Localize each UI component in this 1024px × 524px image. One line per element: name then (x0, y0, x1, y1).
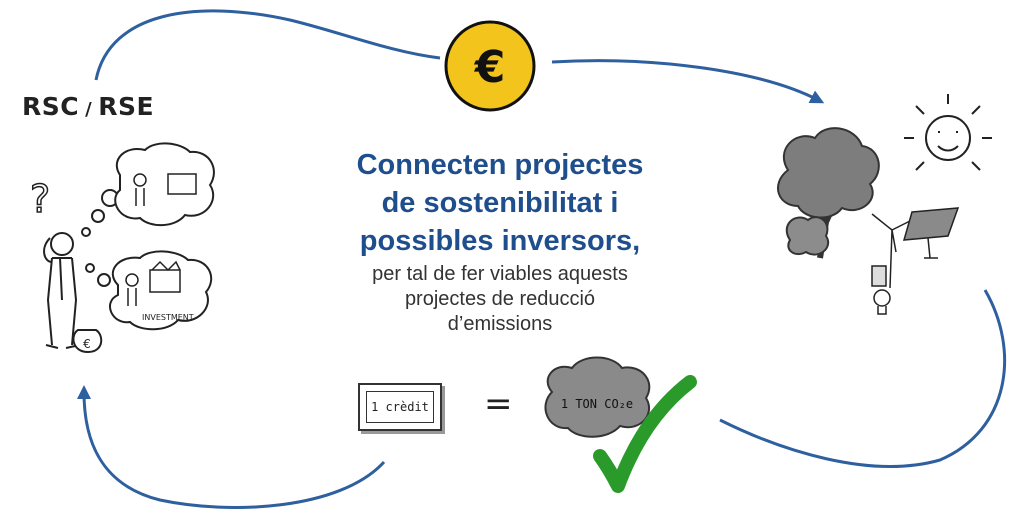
credit-card: 1 crèdit (358, 383, 442, 431)
investment-scene-icon: INVESTMENT (125, 173, 197, 322)
thought-bubbles (81, 142, 215, 331)
sun-icon (904, 94, 992, 171)
headline-line-3-text: possibles inversors (359, 225, 633, 257)
lightbulb-icon (873, 289, 891, 315)
co2-cloud-icon (544, 356, 651, 438)
arrow-top-left (94, 9, 441, 81)
label-separator: / (85, 99, 93, 120)
investment-label: INVESTMENT (142, 313, 194, 322)
rsc-label: RSC (22, 92, 80, 121)
subtext: per tal de fer viables aquests projectes… (330, 262, 670, 337)
equals-sign: = (484, 384, 513, 424)
wind-turbine-icon (871, 213, 913, 289)
headline: Connecten projectes de sostenibilitat i … (330, 146, 670, 260)
coin-symbol: € (474, 42, 506, 93)
rse-label: RSE (98, 92, 155, 121)
headline-comma: , (632, 225, 641, 257)
subtext-line-3: d’emissions (447, 313, 553, 335)
solar-panel-icon (902, 207, 960, 259)
headline-line-1: Connecten projectes (356, 149, 644, 181)
credit-label: 1 crèdit (366, 391, 434, 423)
businessman-icon: ? (29, 176, 81, 349)
svg-text:?: ? (30, 177, 50, 221)
headline-line-2: de sostenibilitat i (381, 187, 619, 219)
center-message: Connecten projectes de sostenibilitat i … (330, 146, 670, 337)
subtext-line-2: projectes de reducció (404, 288, 596, 310)
money-bag-symbol: € (83, 337, 91, 351)
money-bag-icon: € (72, 329, 103, 354)
headline-line-3: possibles inversors, (330, 222, 670, 260)
arrow-top-right (551, 59, 825, 104)
green-check-icon (593, 375, 697, 493)
arrow-bottom-right (719, 289, 1007, 468)
euro-coin-icon: € (444, 20, 536, 112)
subtext-line-1: per tal de fer viables aquests (372, 263, 628, 285)
arrow-bottom-left (77, 385, 386, 510)
ton-co2e-label: 1 TON CO₂e (560, 397, 634, 411)
tree-icon (777, 127, 880, 259)
rsc-rse-label: RSC/RSE (22, 92, 154, 121)
